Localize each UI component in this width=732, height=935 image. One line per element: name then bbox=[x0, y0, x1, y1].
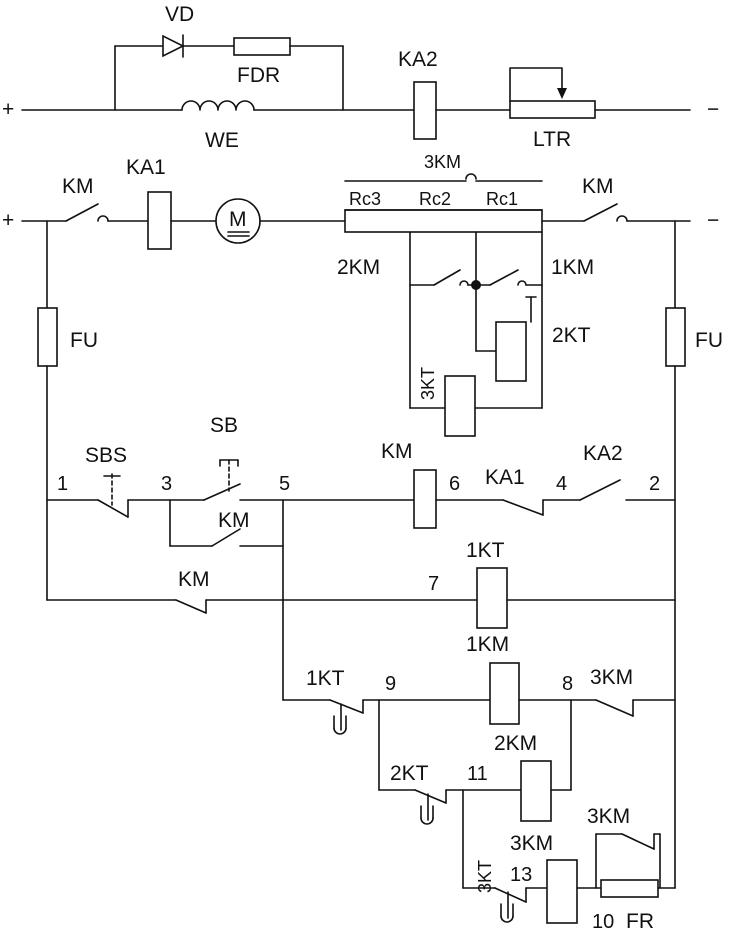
kt3-coil-label: 3KT bbox=[418, 367, 438, 400]
motor: M bbox=[215, 198, 261, 244]
ka2-coil bbox=[413, 81, 437, 140]
node-13: 13 bbox=[510, 864, 532, 886]
km-nc-contact bbox=[175, 599, 207, 614]
ka1-contact-label: KA1 bbox=[485, 466, 525, 489]
field-circuit: + − VD FDR WE KA2 LTR bbox=[2, 3, 719, 152]
we-label: WE bbox=[205, 129, 239, 152]
contact-3km-top-label: 3KM bbox=[424, 152, 461, 172]
km-hold-contact bbox=[211, 528, 241, 547]
node-3: 3 bbox=[161, 473, 172, 495]
node-7: 7 bbox=[428, 573, 439, 595]
control-line-3km: 3KT 13 3KM 10 FR 3KM bbox=[462, 789, 676, 933]
rc3-label: Rc3 bbox=[349, 189, 381, 209]
kt2-coil-label: 2KT bbox=[552, 324, 591, 347]
we-winding bbox=[181, 100, 255, 111]
kt3-contact-label: 3KT bbox=[475, 860, 495, 893]
node-9: 9 bbox=[385, 673, 396, 695]
minus-sign-mid: − bbox=[707, 209, 719, 232]
km-main-contact-right bbox=[583, 203, 628, 222]
contact-2km bbox=[433, 269, 469, 286]
km-main-contact-left bbox=[65, 203, 109, 222]
km3-hold-contact bbox=[621, 833, 655, 850]
control-line-km: 1 SBS 3 SB 5 KM KM 6 bbox=[46, 414, 676, 701]
starting-resistor bbox=[344, 209, 543, 233]
km2-coil-label: 2KM bbox=[494, 732, 537, 755]
node-5: 5 bbox=[279, 473, 290, 495]
rc2-label: Rc2 bbox=[419, 189, 451, 209]
ka1-coil bbox=[147, 191, 172, 250]
contact-3km-bypass bbox=[344, 173, 543, 182]
kt2-contact-label: 2KT bbox=[390, 762, 429, 785]
ka1-contact bbox=[502, 499, 544, 516]
kt3-contact bbox=[494, 887, 527, 923]
plus-sign-top: + bbox=[2, 98, 14, 121]
fuse-left bbox=[37, 307, 58, 367]
km-coil-label: KM bbox=[381, 440, 413, 463]
fuse-right bbox=[665, 307, 686, 367]
node-2: 2 bbox=[649, 473, 660, 495]
fdr-resistor bbox=[233, 37, 291, 56]
km1-contact-label: 1KM bbox=[551, 256, 594, 279]
kt2-contact bbox=[414, 789, 447, 825]
km3-hold-label: 3KM bbox=[587, 805, 630, 828]
node-6: 6 bbox=[449, 473, 460, 495]
rc1-label: Rc1 bbox=[486, 189, 518, 209]
motor-label: M bbox=[229, 208, 247, 231]
sbs-label: SBS bbox=[85, 444, 127, 467]
km1-coil bbox=[489, 662, 520, 725]
control-line-1km: 1KT 9 1KM 8 3KM bbox=[282, 633, 676, 735]
control-line-1kt: KM 7 1KT bbox=[46, 539, 676, 629]
plus-sign-mid: + bbox=[2, 209, 14, 232]
kt1-coil bbox=[476, 567, 508, 629]
control-line-2km: 2KT 11 2KM bbox=[378, 699, 572, 825]
node-1: 1 bbox=[57, 473, 68, 495]
km-hold-label: KM bbox=[218, 509, 250, 532]
fr-thermal-relay bbox=[600, 879, 659, 898]
vd-label: VD bbox=[165, 3, 194, 26]
node-11: 11 bbox=[467, 763, 488, 785]
ka2-contact bbox=[579, 479, 621, 501]
km3-nc-contact bbox=[595, 699, 634, 717]
km2-coil bbox=[520, 760, 552, 822]
fdr-label: FDR bbox=[237, 64, 280, 87]
contact-1km bbox=[489, 269, 527, 286]
kt3-coil bbox=[444, 375, 476, 437]
sb-label: SB bbox=[210, 414, 238, 437]
fu-right-label: FU bbox=[695, 329, 723, 352]
control-rails: FU FU bbox=[37, 220, 723, 889]
motor-circuit: + − KM KA1 M Rc3 Rc2 Rc1 bbox=[2, 152, 719, 437]
km-nc-label: KM bbox=[178, 568, 210, 591]
ltr-label: LTR bbox=[533, 128, 571, 151]
ka2-coil-label: KA2 bbox=[398, 48, 438, 71]
node-4: 4 bbox=[556, 473, 567, 495]
sb-start-button bbox=[203, 459, 241, 501]
km1-coil-label: 1KM bbox=[466, 633, 509, 656]
ka2-contact-label: KA2 bbox=[583, 442, 623, 465]
node-8: 8 bbox=[562, 673, 573, 695]
km-left-label: KM bbox=[62, 175, 94, 198]
km-coil bbox=[413, 469, 437, 529]
minus-sign-top: − bbox=[707, 98, 719, 121]
fr-label: FR bbox=[626, 910, 654, 933]
sbs-stop-button bbox=[97, 473, 129, 518]
ltr-rheostat bbox=[509, 100, 596, 119]
vd-diode bbox=[162, 34, 185, 58]
km3-coil bbox=[546, 859, 578, 924]
kt2-coil bbox=[495, 321, 527, 382]
kt1-coil-label: 1KT bbox=[466, 539, 505, 562]
km2-contact-label: 2KM bbox=[337, 256, 380, 279]
km-right-label: KM bbox=[582, 175, 614, 198]
node-10: 10 bbox=[592, 911, 614, 933]
kt1-contact-label: 1KT bbox=[306, 667, 345, 690]
kt1-contact bbox=[329, 699, 364, 735]
km3-coil-label: 3KM bbox=[510, 832, 553, 855]
fu-left-label: FU bbox=[70, 329, 98, 352]
km3-nc-label: 3KM bbox=[590, 666, 633, 689]
ka1-coil-label: KA1 bbox=[126, 156, 166, 179]
